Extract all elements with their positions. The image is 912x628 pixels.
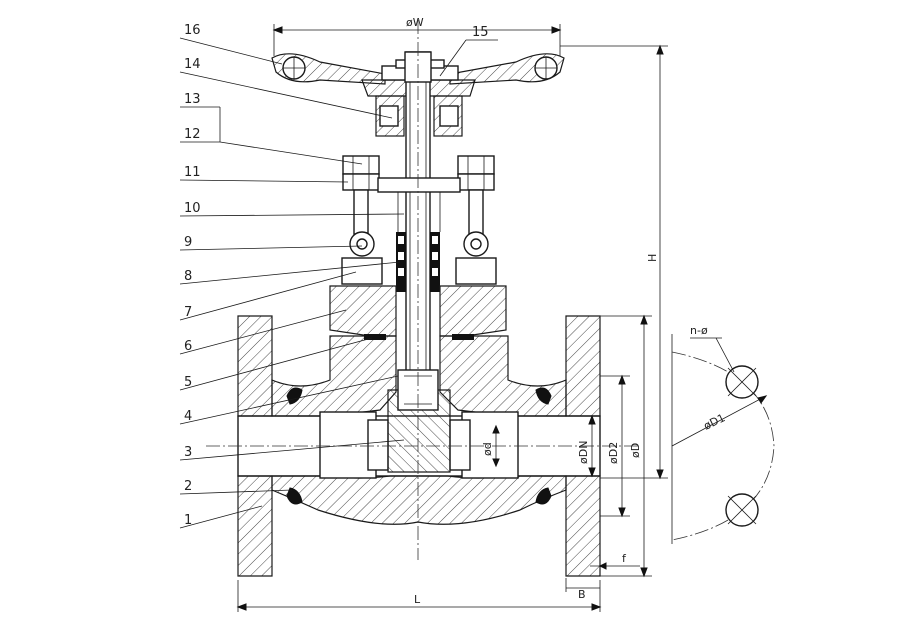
part-label: 9 [184,235,192,250]
seal-rings [286,334,552,505]
part-label: 16 [184,23,201,38]
dim-DN: øDN [577,441,590,464]
stem-nut [375,95,463,137]
packing [396,232,440,292]
bonnet [329,285,507,337]
dim-D: øD [629,443,642,458]
part-labels: 16 14 13 12 11 10 9 8 7 6 5 4 3 2 1 15 [184,23,489,528]
dim-f: f [622,552,627,565]
part-label: 4 [184,409,192,424]
leader-lines [179,37,498,529]
dim-W: øW [406,16,424,29]
part-label: 10 [184,201,201,216]
part-label-15: 15 [472,25,489,40]
part-label: 3 [184,445,192,460]
flange-detail: n-ø øD1 [671,324,775,544]
dim-H: H [646,254,659,262]
part-label: 7 [184,305,192,320]
dim-D1: øD1 [702,411,728,432]
part-label: 6 [184,339,192,354]
dim-n-phi: n-ø [690,324,708,337]
eyebolt-pins [341,231,497,285]
part-label: 13 [184,92,201,107]
part-label: 5 [184,375,192,390]
dim-d: ød [481,442,494,456]
part-label: 11 [184,165,201,180]
gland-bolts [342,155,495,235]
part-label: 14 [184,57,201,72]
part-label: 2 [184,479,192,494]
part-label: 1 [184,513,192,528]
dimension-lines [236,24,668,612]
dim-B: B [578,588,586,601]
part-label: 8 [184,269,192,284]
part-label: 12 [184,127,201,142]
dim-D2: øD2 [607,442,620,464]
dim-L: L [414,593,421,606]
dimension-labels: øW H L B f ød øDN øD2 øD [406,16,659,606]
